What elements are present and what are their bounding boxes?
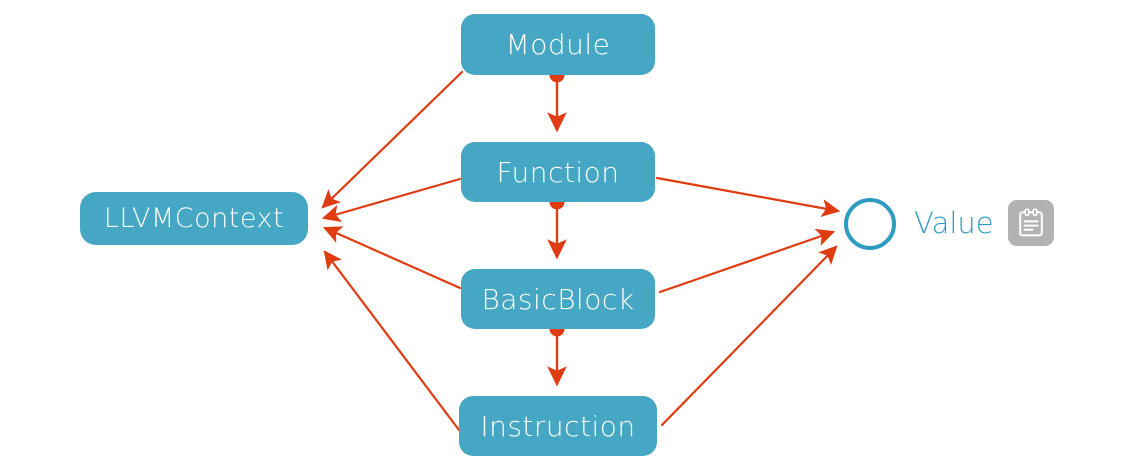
node-llvmcontext[interactable]: LLVMContext: [80, 192, 308, 245]
edge-function-value: [655, 176, 841, 217]
edge-function-basicblock: [547, 194, 567, 260]
node-instruction-label: Instruction: [480, 409, 636, 443]
node-basicblock[interactable]: BasicBlock: [461, 269, 655, 329]
edge-function-llvmcontext: [321, 177, 462, 223]
edge-module-llvmcontext: [321, 70, 464, 209]
node-function-label: Function: [496, 155, 620, 189]
node-module[interactable]: Module: [461, 14, 655, 75]
clipboard-notes-icon: [1007, 200, 1054, 246]
node-basicblock-label: BasicBlock: [481, 282, 635, 316]
node-value-label: Value: [914, 206, 994, 240]
node-value[interactable]: Value: [844, 190, 1054, 252]
node-instruction[interactable]: Instruction: [459, 396, 657, 456]
edge-instruction-value: [660, 245, 838, 427]
node-llvmcontext-label: LLVMContext: [103, 203, 285, 234]
node-module-label: Module: [505, 28, 611, 61]
circle-outline-icon: [844, 197, 896, 250]
edge-basicblock-value: [658, 228, 836, 294]
edge-module-function: [547, 67, 567, 133]
edge-basicblock-instruction: [547, 321, 567, 387]
edge-instruction-llvmcontext: [323, 250, 461, 432]
node-function[interactable]: Function: [461, 142, 655, 202]
edge-basicblock-llvmcontext: [322, 226, 462, 290]
